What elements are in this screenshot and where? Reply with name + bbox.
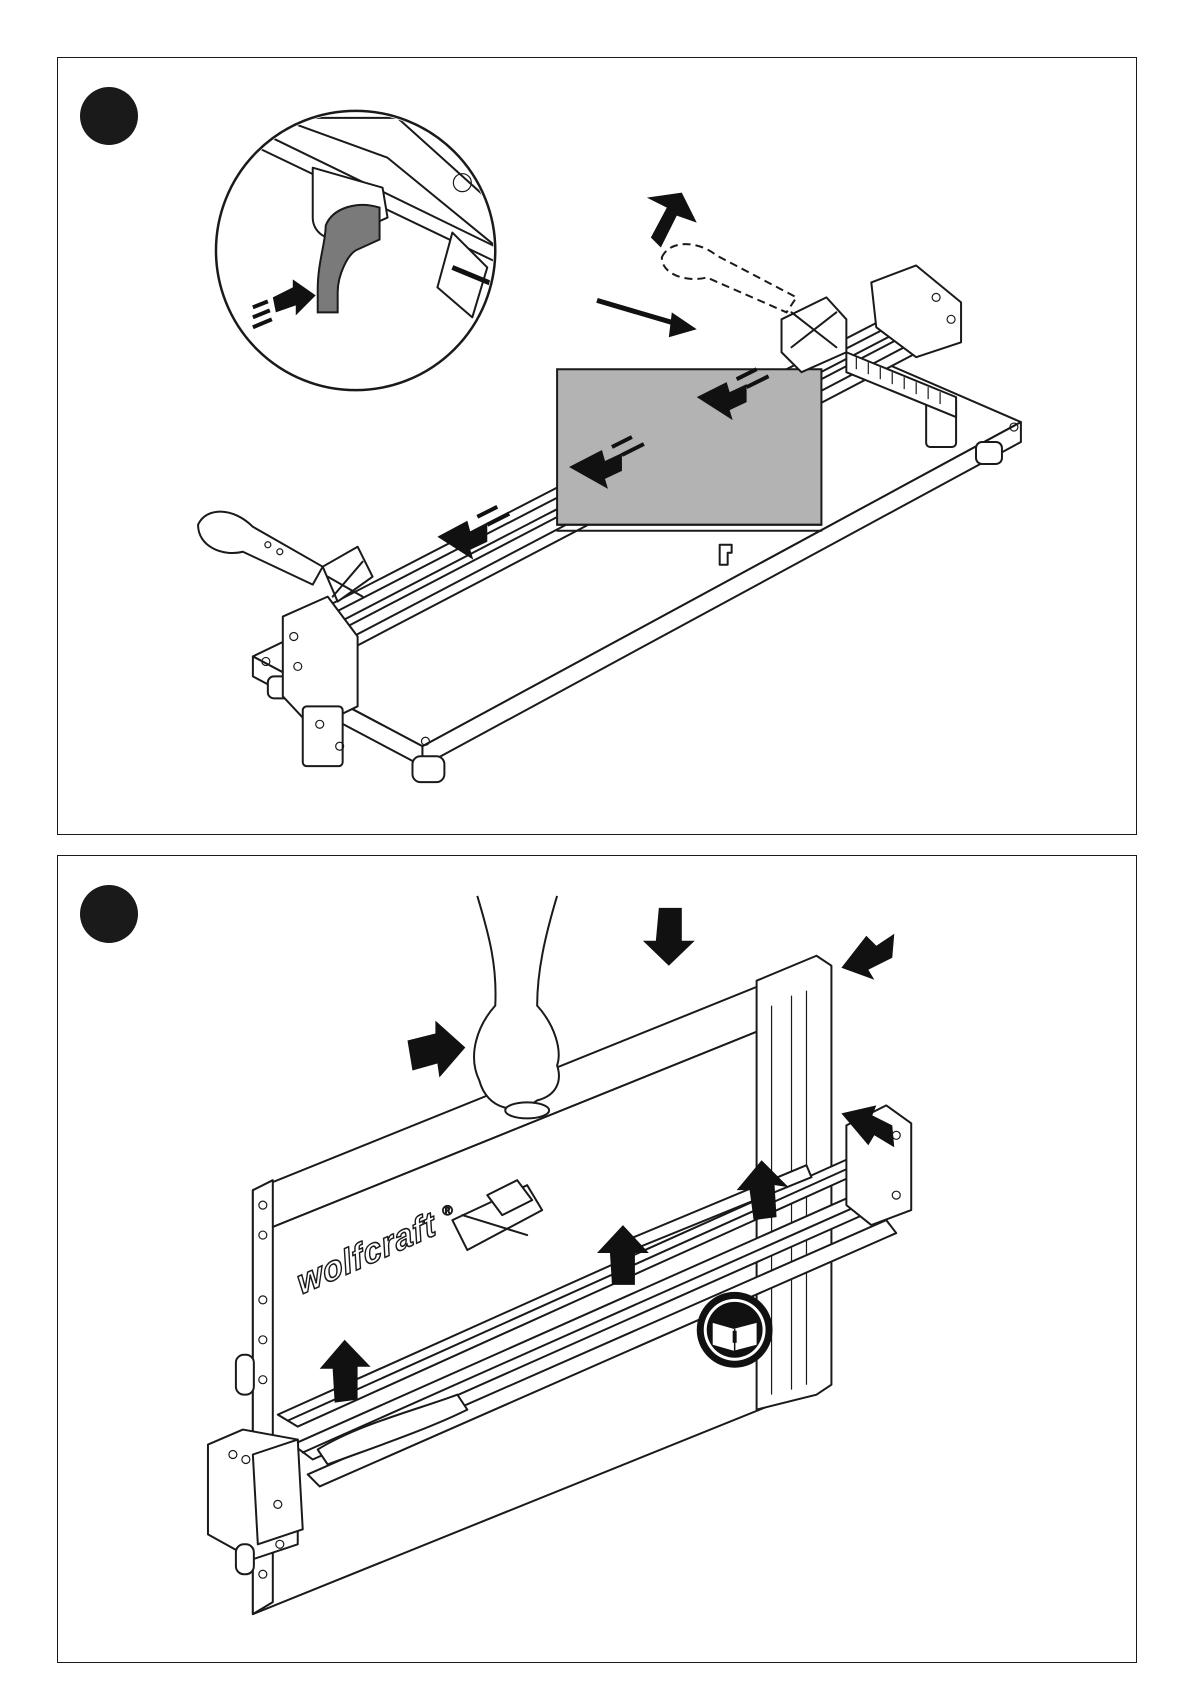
detail-magnifier [216,111,537,390]
manual-info-icon [697,1292,773,1368]
hand [474,896,559,1118]
up-arrow [647,193,697,248]
tile-cutter-illustration [58,58,1136,834]
cutter-handle [198,512,373,602]
handle-raised-position [662,244,797,312]
end-bracket-left [283,597,358,767]
illustration-panel-2: wolfcraft ® [57,855,1137,1663]
folded-cutter-illustration: wolfcraft ® [58,856,1136,1662]
registered-mark: ® [442,1202,453,1218]
tile [557,369,821,531]
illustration-panel-1 [57,57,1137,835]
pointer-arrow [597,300,697,337]
